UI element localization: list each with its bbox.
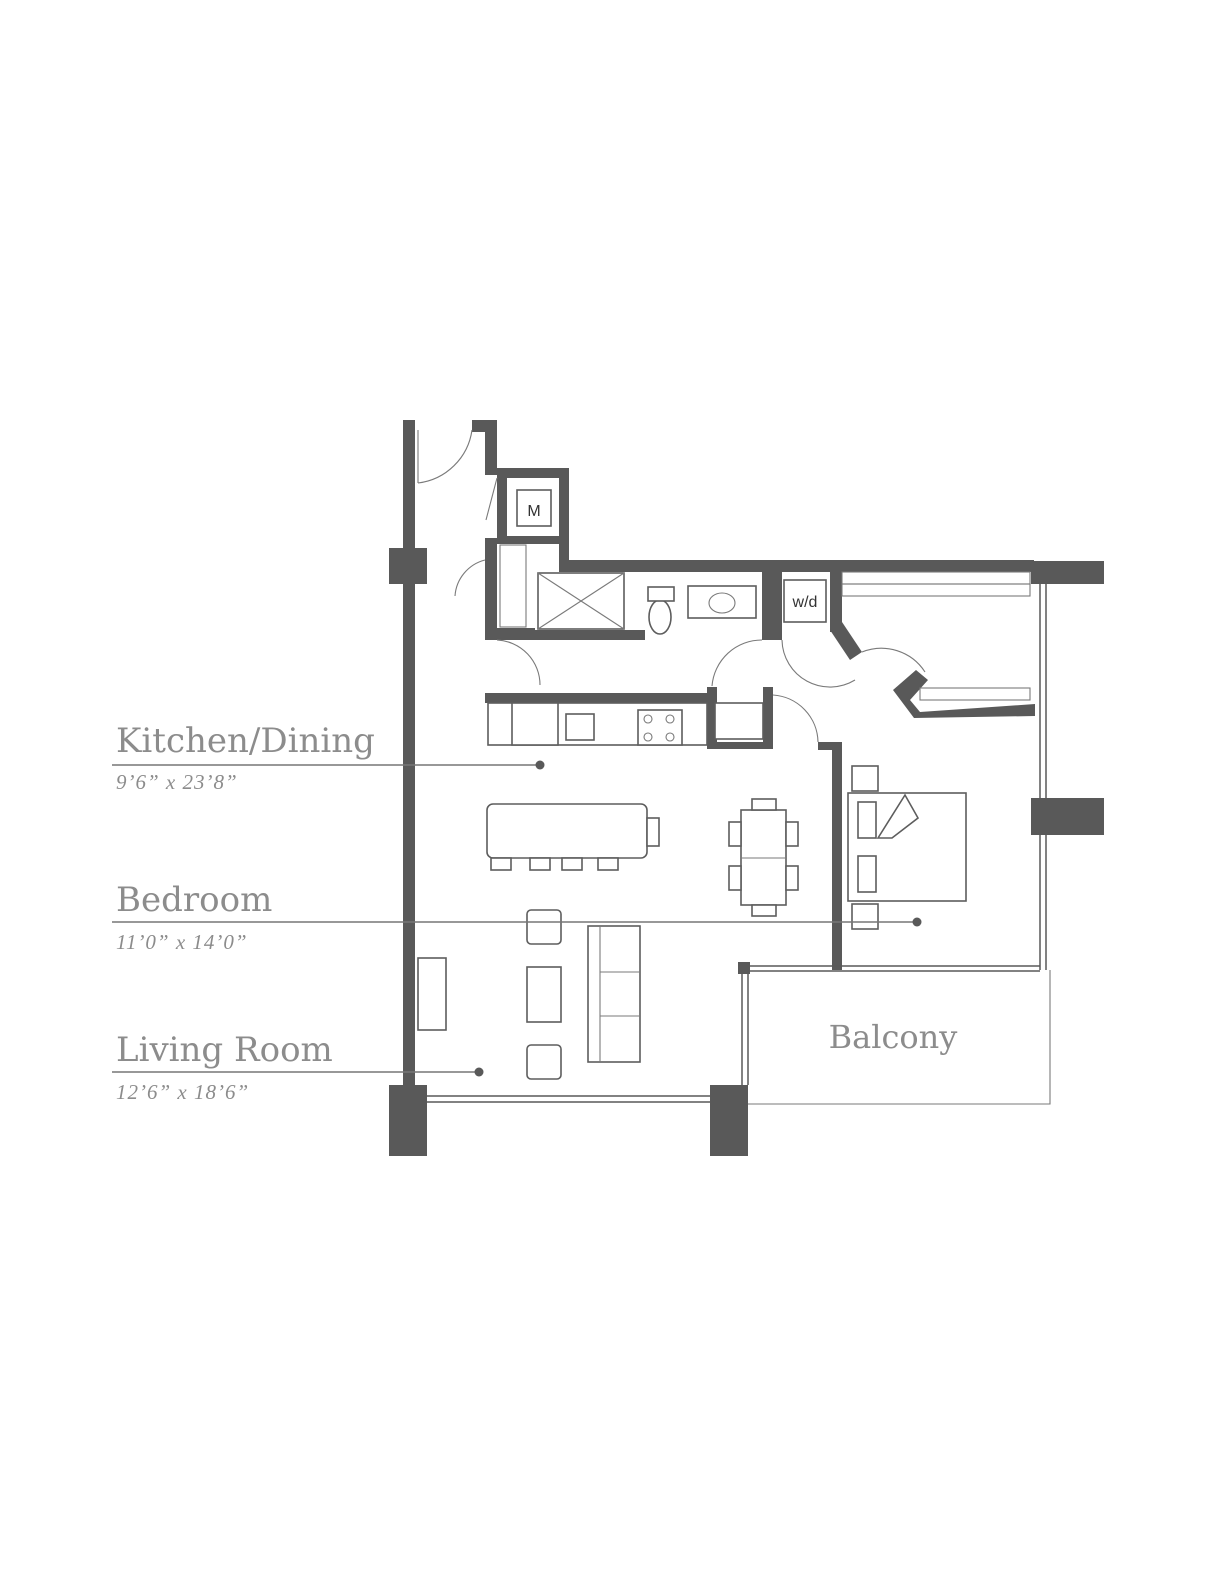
column-ne xyxy=(1031,561,1104,584)
entry-jamb-v xyxy=(485,420,497,475)
column-east xyxy=(1031,798,1104,835)
lounge-chair-2 xyxy=(526,1044,562,1080)
laundry-wall-left xyxy=(774,572,782,640)
mech-wall-top xyxy=(497,468,569,478)
kitchen-wall-bottom xyxy=(707,742,773,749)
balcony-outline xyxy=(748,970,1051,1105)
washer-dryer-label: w/d xyxy=(792,594,818,611)
bedroom-closet-wall xyxy=(830,622,862,660)
balcony-label: Balcony xyxy=(829,1018,958,1056)
hall-door-swing xyxy=(781,639,856,688)
bedroom-label: Bedroom xyxy=(116,880,272,920)
kitchen-dining-marker xyxy=(535,760,545,770)
living-room-dims: 12’6” x 18’6” xyxy=(116,1080,249,1104)
mech-wall-left xyxy=(497,468,507,540)
bedroom-west-wall xyxy=(818,742,842,750)
kitchen-wall-right xyxy=(707,687,717,749)
kitchen-wall-right2 xyxy=(763,687,773,749)
bath-wall-bottom xyxy=(535,630,645,640)
closet-wall-bottom xyxy=(485,628,535,640)
bath-wall-right xyxy=(762,572,774,640)
bedroom-dims: 11’0” x 14’0” xyxy=(116,930,248,954)
mechanical-unit xyxy=(516,489,552,527)
refrigerator xyxy=(511,702,559,746)
bedroom-angled-wall xyxy=(893,670,1035,718)
windows xyxy=(427,584,1047,1103)
bedroom-marker xyxy=(912,917,922,927)
balcony-corner xyxy=(738,962,750,974)
living-room-marker xyxy=(474,1067,484,1077)
laundry-door-swing xyxy=(711,639,763,687)
bedroom-west-wall-v xyxy=(832,742,842,970)
bedroom-closet-door xyxy=(861,647,926,673)
column-south xyxy=(710,1085,748,1156)
mechanical-label: M xyxy=(527,503,540,520)
walls xyxy=(389,420,1104,1156)
kitchen-island xyxy=(486,803,648,859)
tv-console xyxy=(417,957,447,1031)
toilet-icon xyxy=(648,599,672,635)
mech-wall-right xyxy=(559,468,569,568)
north-wall xyxy=(559,560,1034,572)
kitchen-dining-dims: 9’6” x 23’8” xyxy=(116,770,238,794)
closet-door-swing xyxy=(454,559,486,597)
coffee-table xyxy=(526,966,562,1023)
room-labels: Kitchen/Dining 9’6” x 23’8” Bedroom 11’0… xyxy=(112,721,957,1104)
fixtures: M w/d xyxy=(417,489,1031,1080)
bedroom-door-swing xyxy=(772,694,819,743)
mech-wall-bottom xyxy=(497,536,569,544)
column-west xyxy=(389,548,427,584)
kitchen-sink xyxy=(565,713,595,741)
washer-dryer xyxy=(783,579,827,623)
column-sw xyxy=(389,1085,427,1156)
laundry-wall-right xyxy=(830,572,842,632)
bath-door-swing xyxy=(496,639,541,686)
closet-wall xyxy=(485,538,497,640)
doors xyxy=(417,429,926,743)
kitchen-wall xyxy=(485,693,707,703)
sofa xyxy=(587,925,641,1063)
entry-door-swing xyxy=(417,429,473,484)
living-room-label: Living Room xyxy=(116,1030,333,1070)
kitchen-dining-label: Kitchen/Dining xyxy=(116,721,375,761)
lounge-chair xyxy=(526,909,562,945)
